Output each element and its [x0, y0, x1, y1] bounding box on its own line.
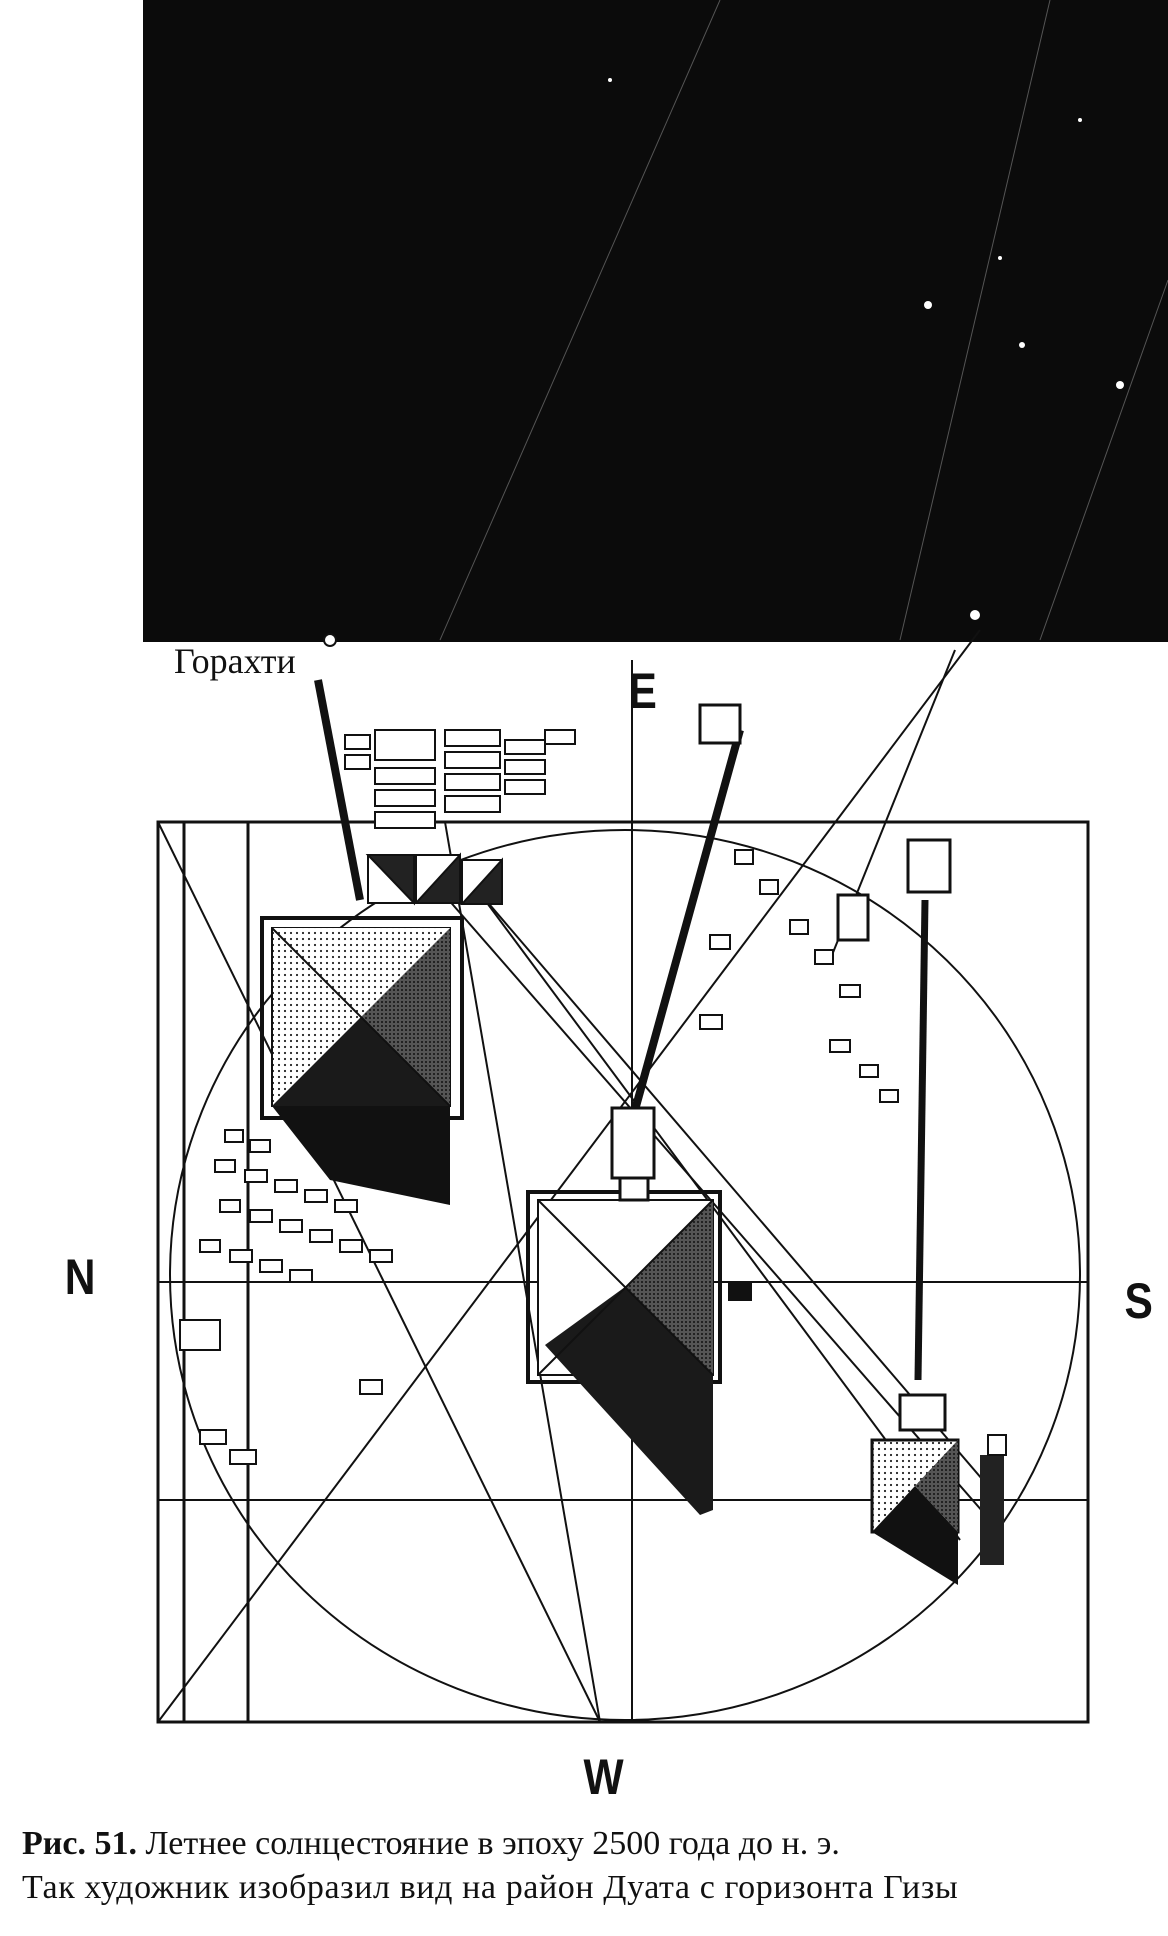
queens-pyramids [365, 852, 503, 906]
pyramid-khafre [526, 1190, 722, 1515]
north-direction-label: N [64, 1249, 96, 1305]
east-direction-label: E [628, 663, 657, 719]
stars [608, 78, 1124, 620]
mastaba-field-north [344, 729, 576, 829]
horizon-circle [169, 829, 1081, 1721]
sphinx-marker [728, 1283, 752, 1301]
caption-line-2: Так художник изобразил вид на район Дуат… [22, 1869, 959, 1906]
night-sky [143, 0, 1168, 642]
pyramid-khufu [260, 916, 464, 1205]
horakhty-label: Горахти [174, 641, 296, 681]
west-direction-label: W [583, 1749, 624, 1805]
figure-number: Рис. 51. [22, 1825, 137, 1862]
sight-lines [157, 629, 1001, 1723]
causeways [314, 649, 956, 1381]
south-direction-label: S [1124, 1273, 1153, 1329]
pyramid-menkaure [870, 1393, 1007, 1585]
horakhty-marker [323, 633, 337, 647]
star-trails [439, 0, 1168, 641]
mastaba-field-west [179, 1129, 393, 1465]
figure-caption: Рис. 51. Летнее солнцестояние в эпоху 25… [22, 1822, 1152, 1910]
mastaba-field-east [699, 849, 899, 1103]
caption-line-1: Летнее солнцестояние в эпоху 2500 года д… [136, 1825, 840, 1862]
temples [610, 703, 952, 1202]
